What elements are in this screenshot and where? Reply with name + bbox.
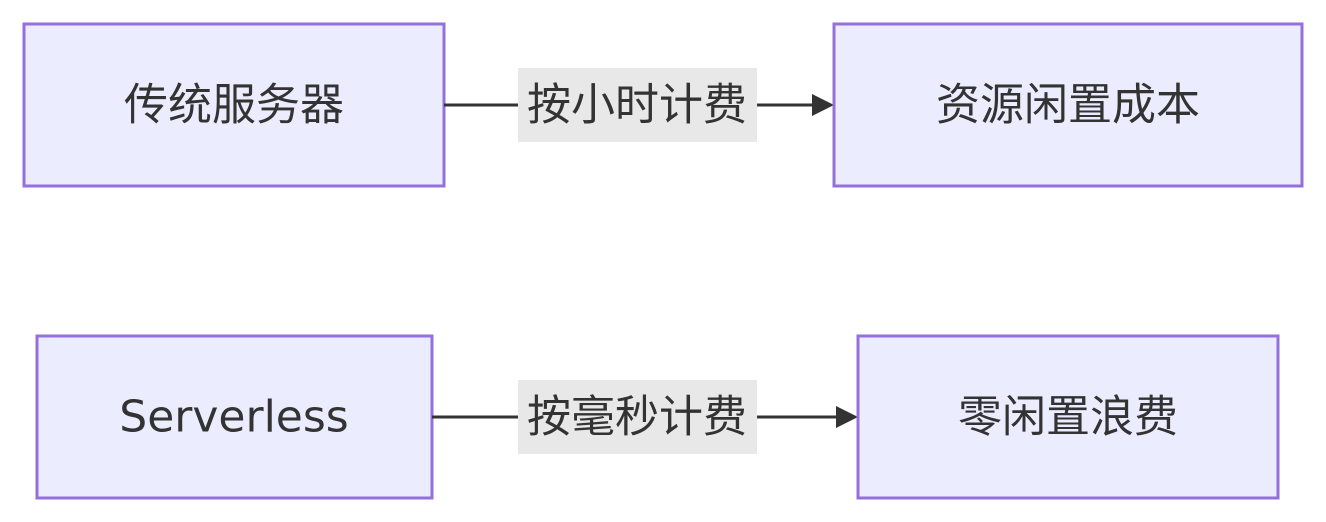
edge-serverless-label-bg	[518, 380, 757, 454]
node-zero-waste: 零闲置浪费	[856, 334, 1280, 500]
edge-serverless: 按毫秒计费	[432, 380, 858, 454]
edge-traditional-label-group: 按小时计费	[518, 68, 757, 142]
node-serverless-label: Serverless	[119, 392, 348, 443]
edge-traditional: 按小时计费	[444, 68, 834, 142]
edge-traditional-label-bg	[518, 68, 757, 142]
row-serverless: Serverless 按毫秒计费 零闲置浪费	[35, 334, 1280, 500]
node-idle-cost-label: 资源闲置成本	[936, 80, 1200, 131]
row-traditional: 传统服务器 按小时计费 资源闲置成本	[22, 22, 1304, 188]
edge-traditional-arrowhead	[812, 94, 834, 116]
node-traditional-server-label: 传统服务器	[124, 80, 344, 131]
node-traditional-server: 传统服务器	[22, 22, 446, 188]
edge-serverless-label-group: 按毫秒计费	[518, 380, 757, 454]
node-zero-waste-label: 零闲置浪费	[958, 392, 1178, 443]
edge-serverless-label: 按毫秒计费	[527, 392, 747, 443]
edge-serverless-arrowhead	[836, 406, 858, 428]
node-serverless: Serverless	[35, 334, 434, 500]
node-idle-cost: 资源闲置成本	[832, 22, 1304, 188]
edge-traditional-label: 按小时计费	[527, 80, 747, 131]
